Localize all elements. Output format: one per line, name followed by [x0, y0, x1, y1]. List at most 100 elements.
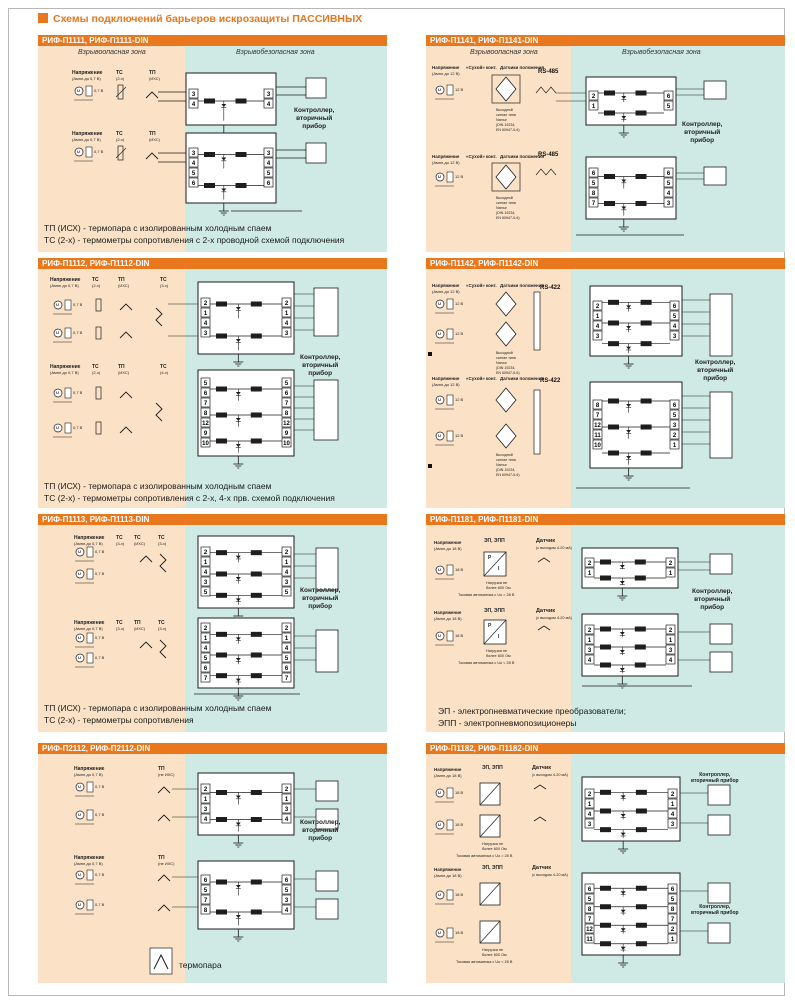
terminal-number: 5	[204, 888, 208, 894]
diode	[235, 822, 241, 826]
column-subheader: (3-х)	[158, 541, 167, 546]
terminal-number: 12	[586, 927, 593, 933]
terminal	[281, 556, 292, 567]
terminal	[281, 427, 292, 438]
voltage-source-icon	[435, 85, 445, 95]
terminal-number: 1	[669, 571, 673, 577]
thermocouple-symbol	[157, 786, 171, 794]
resistor	[635, 789, 647, 795]
controller-box	[315, 898, 339, 920]
voltage-meter-icon	[446, 787, 454, 799]
namur-note: Namur	[496, 361, 507, 365]
resistor	[235, 98, 247, 104]
load-note: более 600 Ом	[482, 847, 507, 851]
terminal	[200, 622, 211, 633]
terminal-number: 7	[204, 676, 208, 682]
terminal	[188, 98, 199, 109]
diode	[235, 577, 241, 580]
resistor	[250, 571, 262, 577]
rs485-label-1: RS-485	[538, 69, 559, 75]
voltage-source-glyph: U	[56, 425, 59, 430]
terminal-number: 6	[592, 171, 596, 177]
controller-box	[315, 780, 339, 802]
panel-title: РИФ-П2112, РИФ-П2112-DIN	[38, 743, 387, 754]
controller-box	[305, 142, 327, 164]
terminal-number: 4	[204, 321, 208, 327]
namur-note: EN 60947-5-6)	[496, 216, 520, 220]
pos-sensor-header: Датчики положения	[500, 283, 545, 288]
diode	[235, 598, 241, 602]
terminal-number: 5	[673, 413, 677, 419]
voltage-source-glyph: U	[78, 635, 81, 640]
rs422-label-2: RS-422	[540, 378, 561, 384]
namur-sensor-icon	[495, 164, 517, 190]
ep-header: ЭП, ЭПП	[484, 608, 505, 614]
ts-resistor-icon	[95, 421, 102, 435]
ts-resistor-icon	[95, 386, 102, 400]
terminal	[667, 923, 678, 934]
terminal	[588, 187, 599, 198]
resistor	[204, 183, 215, 188]
namur-note: (DIN 19234,	[496, 211, 516, 215]
terminal	[200, 642, 211, 653]
voltage-value: 12 В	[455, 433, 464, 438]
terminal	[263, 88, 274, 99]
voltage-meter-icon	[86, 781, 94, 793]
terminal	[200, 397, 211, 408]
voltage-source-icon	[53, 328, 63, 338]
terminal-number: 1	[588, 638, 592, 644]
resistor	[634, 626, 646, 632]
terminal-number: 1	[285, 636, 289, 642]
terminal-number: 4	[588, 658, 592, 664]
resistor	[608, 424, 619, 430]
voltage-value: 0,7 В	[95, 812, 105, 817]
resistor	[216, 386, 227, 392]
terminal-number: 6	[204, 666, 208, 672]
resistor	[634, 644, 646, 650]
thermocouple-symbol	[119, 426, 133, 434]
voltage-value: 12 В	[455, 174, 464, 179]
resistor	[635, 922, 647, 928]
terminal-number: 8	[204, 411, 208, 417]
terminal	[281, 904, 292, 915]
namur-note: EN 60947-5-6)	[496, 371, 520, 375]
voltage-source-glyph: U	[438, 790, 441, 795]
controller-box	[315, 808, 339, 830]
thermocouple-symbol	[119, 303, 133, 311]
voltage-source-icon	[74, 147, 84, 157]
diode	[235, 915, 241, 918]
voltage-source-glyph: U	[438, 397, 441, 402]
diode	[620, 795, 626, 799]
voltage-meter-icon	[446, 430, 454, 442]
terminal-number: 4	[667, 191, 671, 197]
resistor	[250, 592, 262, 598]
voltage-amplitude: (Ампл.до 0,7 В)	[74, 861, 103, 866]
voltage-value: 18 В	[455, 930, 464, 935]
resistor	[634, 575, 646, 581]
voltage-meter-icon	[446, 889, 454, 901]
terminal-number: 5	[192, 171, 196, 177]
column-subheader: (ИХС)	[149, 137, 160, 142]
terminal	[669, 310, 680, 321]
load-note: Нагрузка не	[486, 649, 508, 653]
barrier-input-terminals: 34	[188, 88, 199, 109]
load-note: более 600 Ом	[486, 654, 511, 658]
terminal	[584, 818, 595, 829]
column-subheader: (ИХС)	[149, 76, 160, 81]
namur-note: (DIN 19234,	[496, 366, 516, 370]
terminal	[263, 98, 274, 109]
diode	[235, 392, 241, 395]
terminal-number: 2	[204, 550, 208, 556]
diode	[619, 650, 625, 653]
ep-header: ЭП, ЭПП	[482, 765, 503, 771]
terminal	[592, 429, 603, 440]
terminal	[669, 419, 680, 430]
